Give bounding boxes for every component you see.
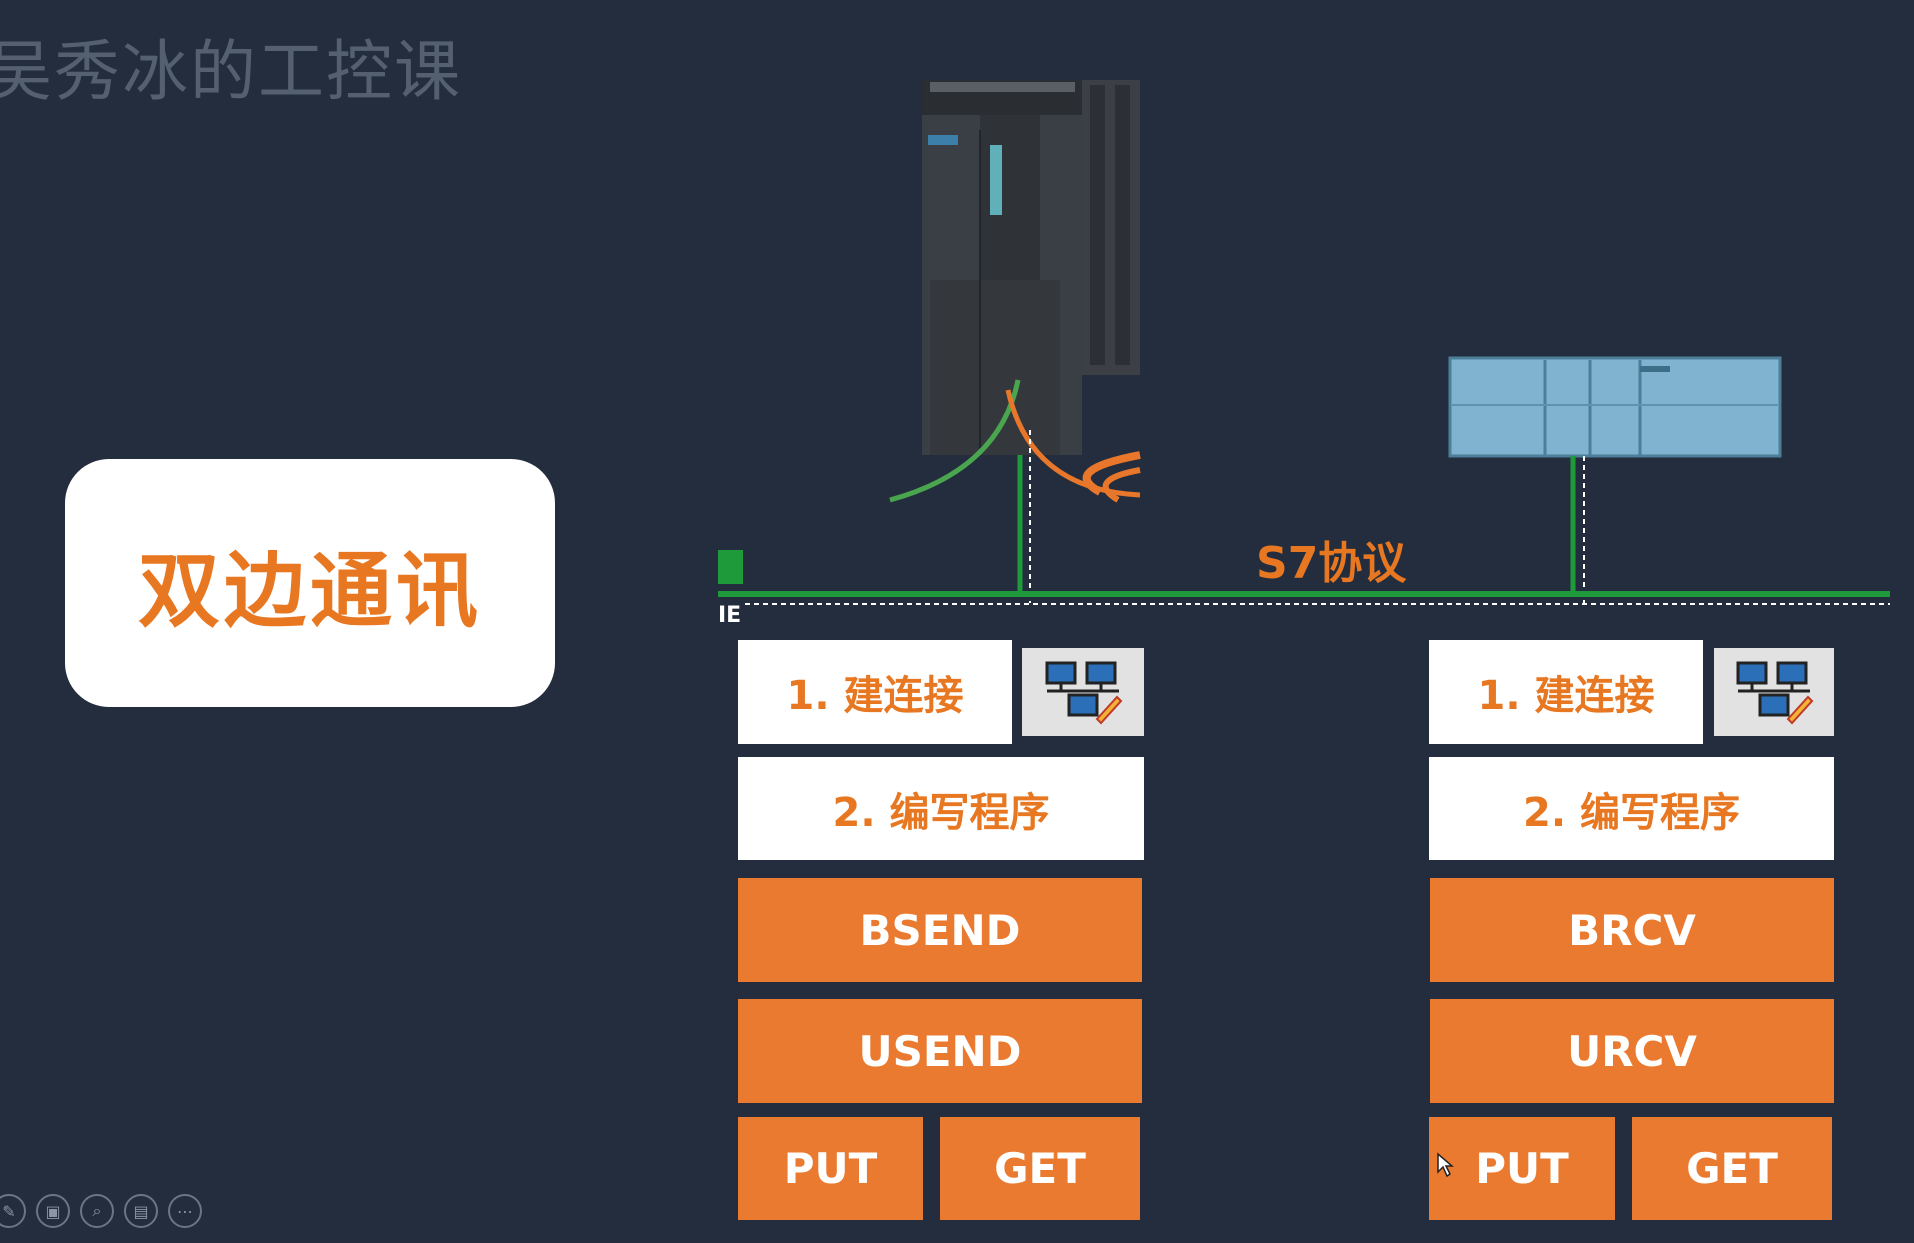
network-config-icon: [1736, 661, 1814, 725]
s7-400-plc-image: [922, 80, 1140, 455]
left-block-put: PUT: [738, 1117, 923, 1220]
mouse-cursor-icon: [1437, 1152, 1454, 1178]
left-block-usend: USEND: [738, 999, 1142, 1103]
right-step-program: 2. 编写程序: [1429, 757, 1834, 860]
protocol-label: S7协议: [1256, 538, 1407, 589]
left-step-connect: 1. 建连接: [738, 640, 1012, 744]
network-label: IE: [718, 603, 742, 628]
left-block-get: GET: [940, 1117, 1140, 1220]
title-card: 双边通讯: [65, 459, 555, 707]
right-block-brcv: BRCV: [1430, 878, 1834, 982]
slides-icon[interactable]: ▣: [36, 1194, 70, 1228]
pen-icon[interactable]: ✎: [0, 1194, 26, 1228]
right-connection-config-icon-box: [1714, 648, 1834, 736]
slide-title: 双边通讯: [137, 543, 482, 639]
left-block-bsend: BSEND: [738, 878, 1142, 982]
left-connection-config-icon-box: [1022, 648, 1144, 736]
watermark-text: 吴秀冰的工控课: [0, 33, 462, 110]
right-step-connect: 1. 建连接: [1429, 640, 1703, 744]
presentation-toolbar: ✎ ▣ ⌕ ▤ ⋯: [0, 1194, 202, 1228]
left-step-program: 2. 编写程序: [738, 757, 1144, 860]
network-config-icon: [1045, 661, 1123, 725]
right-block-get: GET: [1632, 1117, 1832, 1220]
right-block-put: PUT: [1429, 1117, 1615, 1220]
more-icon[interactable]: ⋯: [168, 1194, 202, 1228]
s7-1200-plc-image: [1448, 356, 1782, 458]
subtitle-icon[interactable]: ▤: [124, 1194, 158, 1228]
right-block-urcv: URCV: [1430, 999, 1834, 1103]
zoom-icon[interactable]: ⌕: [80, 1194, 114, 1228]
